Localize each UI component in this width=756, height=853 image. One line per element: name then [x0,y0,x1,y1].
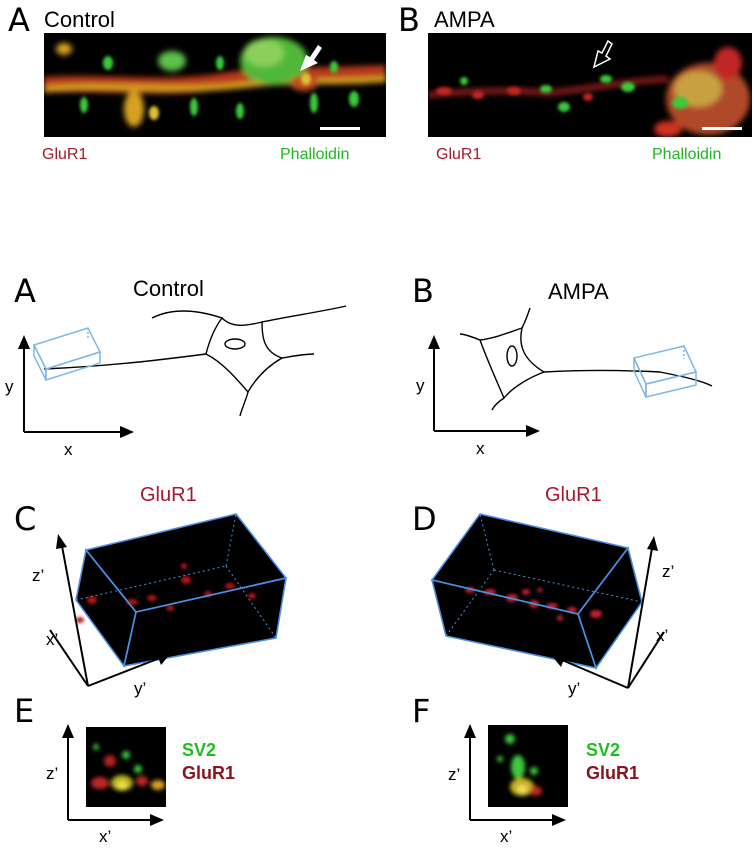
panel-title-top-a: Control [44,7,115,32]
axes-d [561,547,665,689]
axes-f [469,734,556,821]
label-sv2-f: SV2 [586,740,621,760]
axes-e [67,734,154,821]
cross-section-e-image [91,744,165,791]
axis-label-x-c: x’ [46,630,59,649]
panel-letter-f: F [412,692,431,730]
neuron-b [459,307,713,411]
panel-letter-e: E [14,692,35,730]
axis-label-z-d: z’ [662,562,675,581]
axis-label-z-e: z’ [46,764,59,783]
volume-box-c [75,513,288,668]
cross-section-f-image [497,734,542,796]
label-glur1-d: GluR1 [545,484,602,506]
axes-b [433,345,530,432]
label-glur1-top-b: GluR1 [436,146,482,163]
panel-letter-b: B [412,272,434,310]
axis-label-y-b: y [416,376,425,395]
axis-label-y-a: y [5,377,14,396]
panel-title-a: Control [133,276,204,301]
micrograph-control-image [44,37,386,127]
panel-letter-c: C [14,500,37,538]
panel-title-b: AMPA [548,279,609,304]
neuron-a [43,305,347,417]
label-sv2-e: SV2 [182,740,217,760]
panel-letter-top-b: B [398,1,420,39]
axes-a [23,345,124,433]
micrograph-ampa [428,33,752,137]
label-glur1-c: GluR1 [140,484,197,506]
axes-c [49,545,161,687]
panel-letter-a: A [14,272,36,310]
selection-box-a [32,327,102,382]
axis-label-x-f: x’ [500,827,513,846]
white-arrow-icon [300,45,322,71]
axis-label-x-a: x [64,440,73,459]
axis-label-x-e: x’ [99,827,112,846]
axis-label-z-c: z’ [32,566,45,585]
panel-letter-d: D [412,500,437,538]
panel-title-top-b: AMPA [434,7,495,32]
scale-bar [320,127,360,130]
cross-section-f [488,725,568,807]
axis-label-x-d: x’ [656,626,669,645]
axis-label-y-c: y’ [134,679,147,698]
label-glur1-f: GluR1 [586,763,640,783]
cross-section-e [86,727,166,807]
hollow-arrow-icon [592,39,613,69]
micrograph-ampa-image [428,47,750,137]
axis-label-x-b: x [476,439,485,458]
label-phalloidin-top-b: Phalloidin [652,146,722,163]
label-glur1-top-a: GluR1 [42,146,88,163]
axis-label-z-f: z’ [448,765,461,784]
scale-bar [702,127,742,130]
label-phalloidin-top-a: Phalloidin [280,146,350,163]
micrograph-control [44,33,386,137]
panel-letter-top-a: A [8,1,30,39]
selection-box-b [632,345,698,398]
axis-label-y-d: y’ [568,679,581,698]
label-glur1-e: GluR1 [182,763,236,783]
